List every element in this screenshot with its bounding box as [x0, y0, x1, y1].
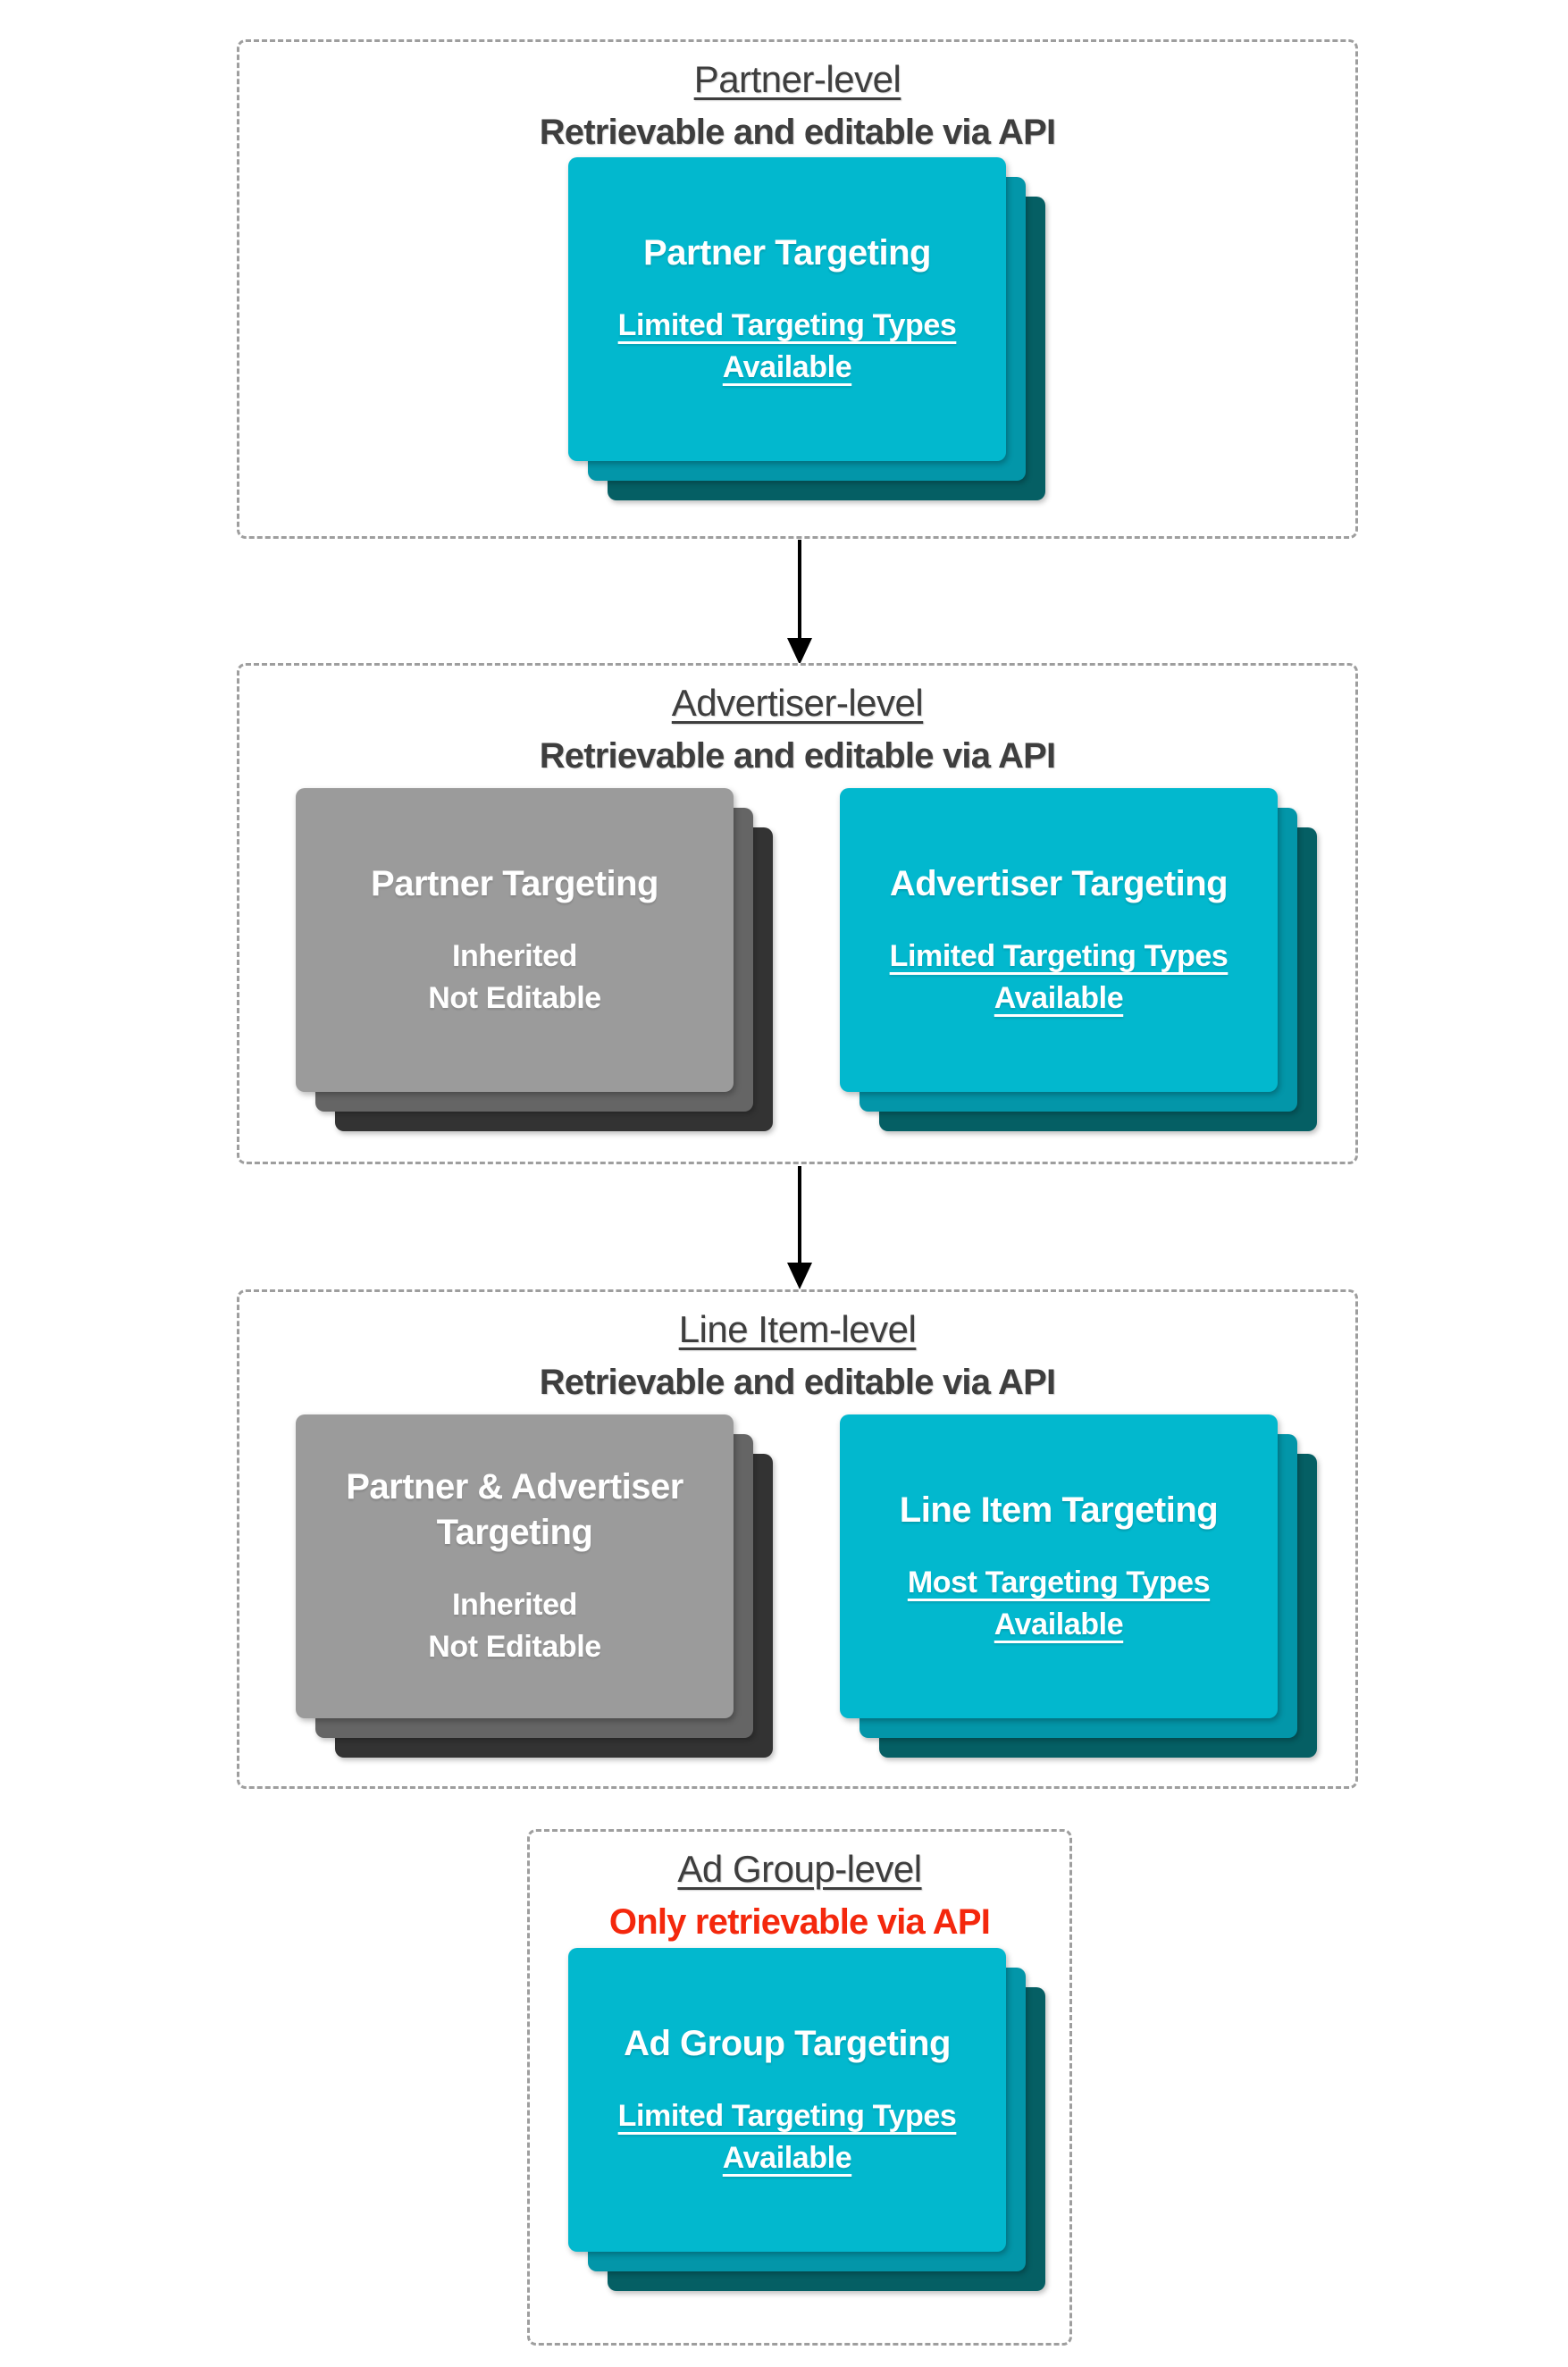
section-partner-level: Partner-level Retrievable and editable v…: [237, 39, 1358, 539]
section-line-item-level: Line Item-level Retrievable and editable…: [237, 1289, 1358, 1789]
card-title: Partner & Advertiser: [346, 1467, 683, 1507]
card-stack-inherited-partner-advertiser-targeting: Partner & Advertiser Targeting Inherited…: [296, 1414, 773, 1758]
card-body: Inherited Not Editable: [317, 936, 712, 1020]
card-body-line: Available: [994, 981, 1124, 1016]
section-title: Advertiser-level: [671, 682, 924, 724]
card-stack-partner-targeting: Partner Targeting Limited Targeting Type…: [568, 157, 1045, 500]
card-title-line-2: Targeting: [436, 1513, 593, 1553]
section-header: Advertiser-level Retrievable and editabl…: [239, 666, 1355, 777]
arrow-head-icon: [787, 1263, 812, 1289]
card-body-line: Available: [722, 2141, 852, 2176]
card-body-line: Inherited: [452, 1588, 577, 1623]
card-title: Line Item Targeting: [899, 1490, 1219, 1530]
arrow-head-icon: [787, 638, 812, 665]
card-partner-advertiser-targeting-inherited: Partner & Advertiser Targeting Inherited…: [296, 1414, 734, 1718]
card-body: Limited Targeting Types Available: [590, 305, 985, 389]
section-title: Partner-level: [693, 58, 901, 100]
section-subtitle: Retrievable and editable via API: [539, 1362, 1056, 1402]
section-ad-group-level: Ad Group-level Only retrievable via API …: [527, 1829, 1072, 2346]
card-line-item-targeting: Line Item Targeting Most Targeting Types…: [840, 1414, 1278, 1718]
section-header: Ad Group-level Only retrievable via API: [530, 1832, 1069, 1943]
card-body-line: Limited Targeting Types: [617, 2099, 957, 2134]
section-title: Ad Group-level: [677, 1848, 922, 1890]
section-title: Line Item-level: [678, 1308, 917, 1350]
card-stack-ad-group-targeting: Ad Group Targeting Limited Targeting Typ…: [568, 1948, 1045, 2291]
arrow-shaft: [798, 540, 801, 638]
card-body: Most Targeting Types Available: [861, 1562, 1256, 1646]
card-stack-line-item-targeting: Line Item Targeting Most Targeting Types…: [840, 1414, 1317, 1758]
card-body-line: Limited Targeting Types: [617, 308, 957, 343]
flow-arrow-down-2: [787, 1166, 812, 1289]
card-body-line: Inherited: [452, 939, 577, 974]
card-body-line: Available: [994, 1607, 1124, 1642]
card-partner-targeting: Partner Targeting Limited Targeting Type…: [568, 157, 1006, 461]
arrow-shaft: [798, 1166, 801, 1263]
section-subtitle: Retrievable and editable via API: [539, 112, 1056, 152]
card-title: Partner Targeting: [371, 864, 658, 903]
card-stack-advertiser-targeting: Advertiser Targeting Limited Targeting T…: [840, 788, 1317, 1131]
section-header: Line Item-level Retrievable and editable…: [239, 1292, 1355, 1404]
card-body-line: Not Editable: [428, 1630, 601, 1665]
section-advertiser-level: Advertiser-level Retrievable and editabl…: [237, 663, 1358, 1164]
card-title: Partner Targeting: [643, 233, 931, 273]
card-body: Inherited Not Editable: [317, 1584, 712, 1668]
flow-arrow-down-1: [787, 540, 812, 665]
card-body: Limited Targeting Types Available: [590, 2095, 985, 2179]
card-advertiser-targeting: Advertiser Targeting Limited Targeting T…: [840, 788, 1278, 1092]
card-ad-group-targeting: Ad Group Targeting Limited Targeting Typ…: [568, 1948, 1006, 2252]
card-body: Limited Targeting Types Available: [861, 936, 1256, 1020]
card-body-line: Available: [722, 350, 852, 385]
card-stack-inherited-partner-targeting: Partner Targeting Inherited Not Editable: [296, 788, 773, 1131]
section-subtitle: Retrievable and editable via API: [539, 735, 1056, 776]
card-body-line: Most Targeting Types: [907, 1565, 1211, 1600]
section-subtitle-alert: Only retrievable via API: [608, 1901, 991, 1942]
card-partner-targeting-inherited: Partner Targeting Inherited Not Editable: [296, 788, 734, 1092]
section-header: Partner-level Retrievable and editable v…: [239, 42, 1355, 154]
card-title: Ad Group Targeting: [624, 2024, 951, 2063]
card-body-line: Not Editable: [428, 981, 601, 1016]
card-body-line: Limited Targeting Types: [889, 939, 1228, 974]
card-title: Advertiser Targeting: [889, 864, 1228, 903]
